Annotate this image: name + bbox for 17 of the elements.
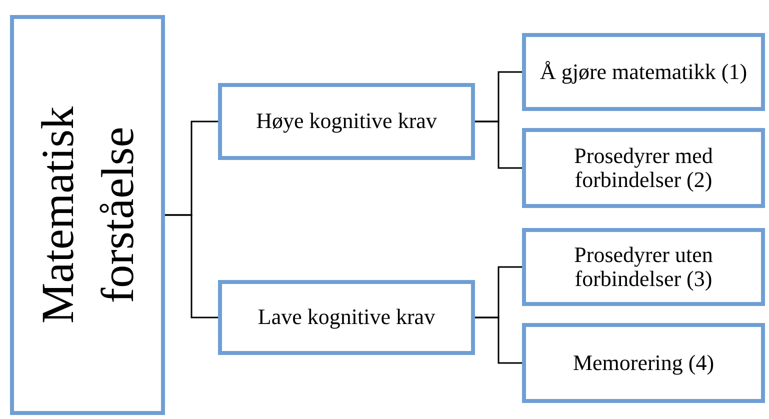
category-box (522, 228, 765, 306)
category-box (522, 323, 765, 403)
box-label: Prosedyrer uten forbindelser (3) (573, 242, 714, 292)
box-label: Prosedyrer med forbindelser (2) (573, 144, 714, 192)
box-label: Å gjøre matematikk (1) (540, 60, 748, 84)
connector-line (165, 214, 218, 318)
box-label: Memorering (4) (572, 350, 714, 376)
category-box (218, 280, 475, 355)
category-box (218, 83, 475, 160)
topic-box (10, 15, 165, 415)
category-box (522, 33, 765, 111)
category-box (522, 128, 765, 208)
connector-line (475, 316, 522, 364)
box-label: Høye kognitive krav (256, 109, 437, 134)
vertical-title: Matematisk forståelse (30, 105, 144, 326)
connector-line (475, 120, 522, 169)
box-label: Lave kognitive krav (258, 305, 436, 330)
